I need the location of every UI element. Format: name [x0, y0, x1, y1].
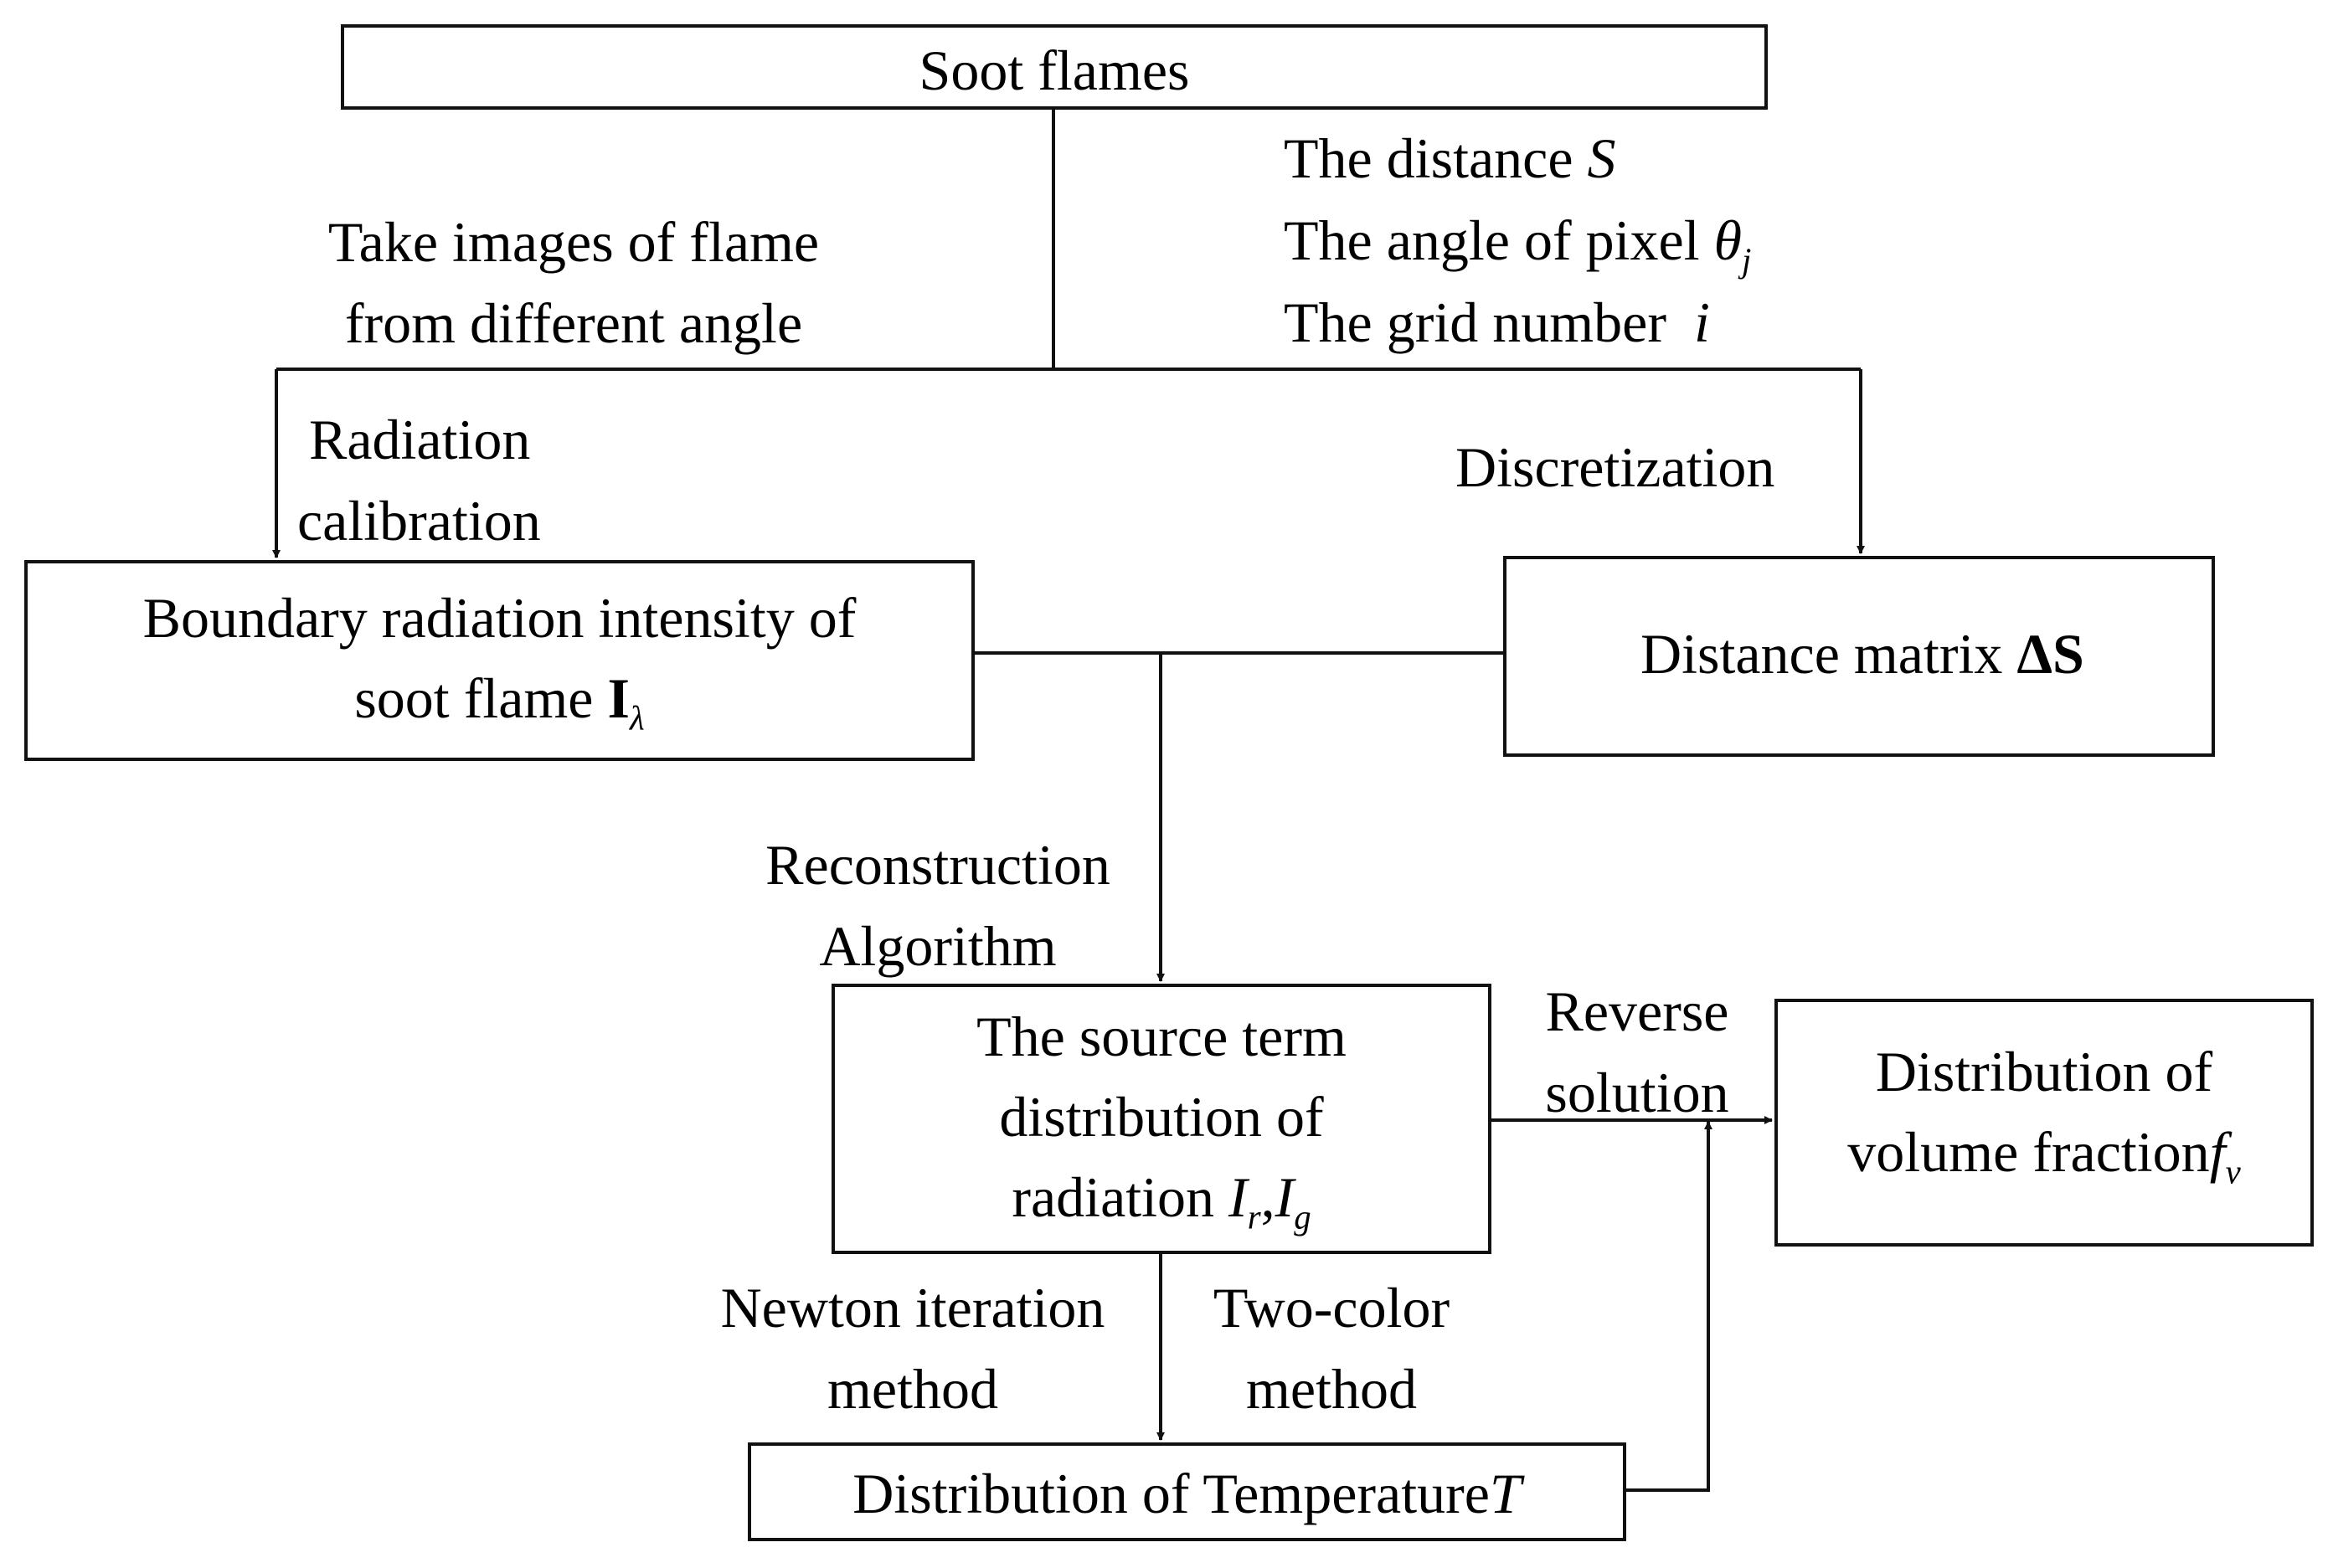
label-two-color: Two-color method — [1181, 1267, 1482, 1430]
label-angle-sub: j — [1742, 241, 1752, 280]
source-text: radiation — [1012, 1165, 1215, 1229]
node-distance-matrix: Distance matrix ΔS — [1503, 556, 2215, 757]
label-twocolor-2: method — [1246, 1356, 1417, 1421]
label-reconstruction-1: Reconstruction — [765, 833, 1110, 897]
boundary-symbol: I — [607, 666, 630, 730]
label-reverse-2: solution — [1545, 1060, 1729, 1124]
label-grid-number: The grid number i — [1284, 281, 1710, 364]
label-distance-s-text: The distance — [1284, 126, 1573, 190]
label-twocolor-1: Two-color — [1213, 1276, 1450, 1339]
label-grid-sym: i — [1693, 290, 1710, 354]
node-temperature: Distribution of TemperatureT — [748, 1442, 1626, 1541]
source-comma: , — [1260, 1165, 1275, 1229]
label-radiation-calibration: Radiation calibration — [297, 398, 541, 562]
boundary-text: soot flame — [354, 666, 594, 730]
node-source-line2: distribution of — [999, 1085, 1324, 1149]
label-angle-pixel-text: The angle of pixel — [1284, 208, 1700, 272]
node-volume-fraction: Distribution of volume fractionfv — [1774, 999, 2314, 1247]
label-newton-2: method — [827, 1356, 998, 1421]
node-source-term: The source term distribution of radiatio… — [832, 984, 1491, 1254]
source-g: g — [1294, 1198, 1311, 1236]
node-soot-flames-label: Soot flames — [919, 39, 1190, 102]
boundary-sub: λ — [629, 699, 645, 738]
label-reverse-solution: Reverse solution — [1516, 970, 1759, 1134]
label-grid-number-text: The grid number — [1284, 290, 1666, 354]
volume-f: f — [2209, 1120, 2226, 1184]
node-source-line3: radiation Ir,Ig — [835, 1156, 1488, 1242]
label-discretization: Discretization — [1455, 435, 1775, 499]
arrow-temperature-feedback — [1626, 1121, 1712, 1492]
label-radiation-1: Radiation — [309, 408, 531, 471]
temperature-text: Distribution of Temperature — [852, 1462, 1490, 1525]
label-distance-s-sym: S — [1587, 126, 1616, 190]
node-source-line1: The source term — [976, 1005, 1347, 1068]
node-volume-line1: Distribution of — [1875, 1040, 2213, 1103]
node-distance-matrix-label: Distance matrix ΔS — [1640, 613, 2084, 696]
node-soot-flames: Soot flames — [341, 24, 1768, 110]
temperature-symbol: T — [1489, 1462, 1522, 1525]
source-r: r — [1247, 1198, 1261, 1236]
label-reconstruction-2: Algorithm — [819, 913, 1057, 978]
volume-text: volume fraction — [1847, 1120, 2210, 1184]
label-radiation-2: calibration — [297, 488, 541, 553]
label-angle-sym: θ — [1713, 208, 1742, 272]
label-newton-1: Newton iteration — [720, 1276, 1105, 1339]
label-distance-s: The distance S — [1284, 117, 1616, 200]
node-boundary-line2: soot flame Iλ — [28, 657, 971, 743]
source-Ir: I — [1228, 1165, 1248, 1229]
label-newton: Newton iteration method — [678, 1267, 1147, 1430]
label-reverse-1: Reverse — [1545, 979, 1729, 1043]
volume-v: v — [2225, 1153, 2241, 1191]
distance-matrix-symbol: ΔS — [2016, 622, 2084, 686]
node-boundary-radiation: Boundary radiation intensity of soot fla… — [24, 560, 975, 761]
label-reconstruction: Reconstruction Algorithm — [720, 824, 1156, 987]
label-take-images-2: from different angle — [344, 290, 803, 355]
label-take-images-1: Take images of flame — [327, 210, 820, 274]
label-angle-pixel: The angle of pixel θj — [1284, 199, 1751, 285]
label-take-images: Take images of flame from different angl… — [251, 201, 896, 364]
distance-matrix-text: Distance matrix — [1640, 622, 2003, 686]
node-boundary-line1: Boundary radiation intensity of — [142, 586, 857, 650]
source-Ig: I — [1275, 1165, 1295, 1229]
node-volume-line2: volume fractionfv — [1778, 1111, 2310, 1196]
node-temperature-label: Distribution of TemperatureT — [751, 1452, 1623, 1535]
